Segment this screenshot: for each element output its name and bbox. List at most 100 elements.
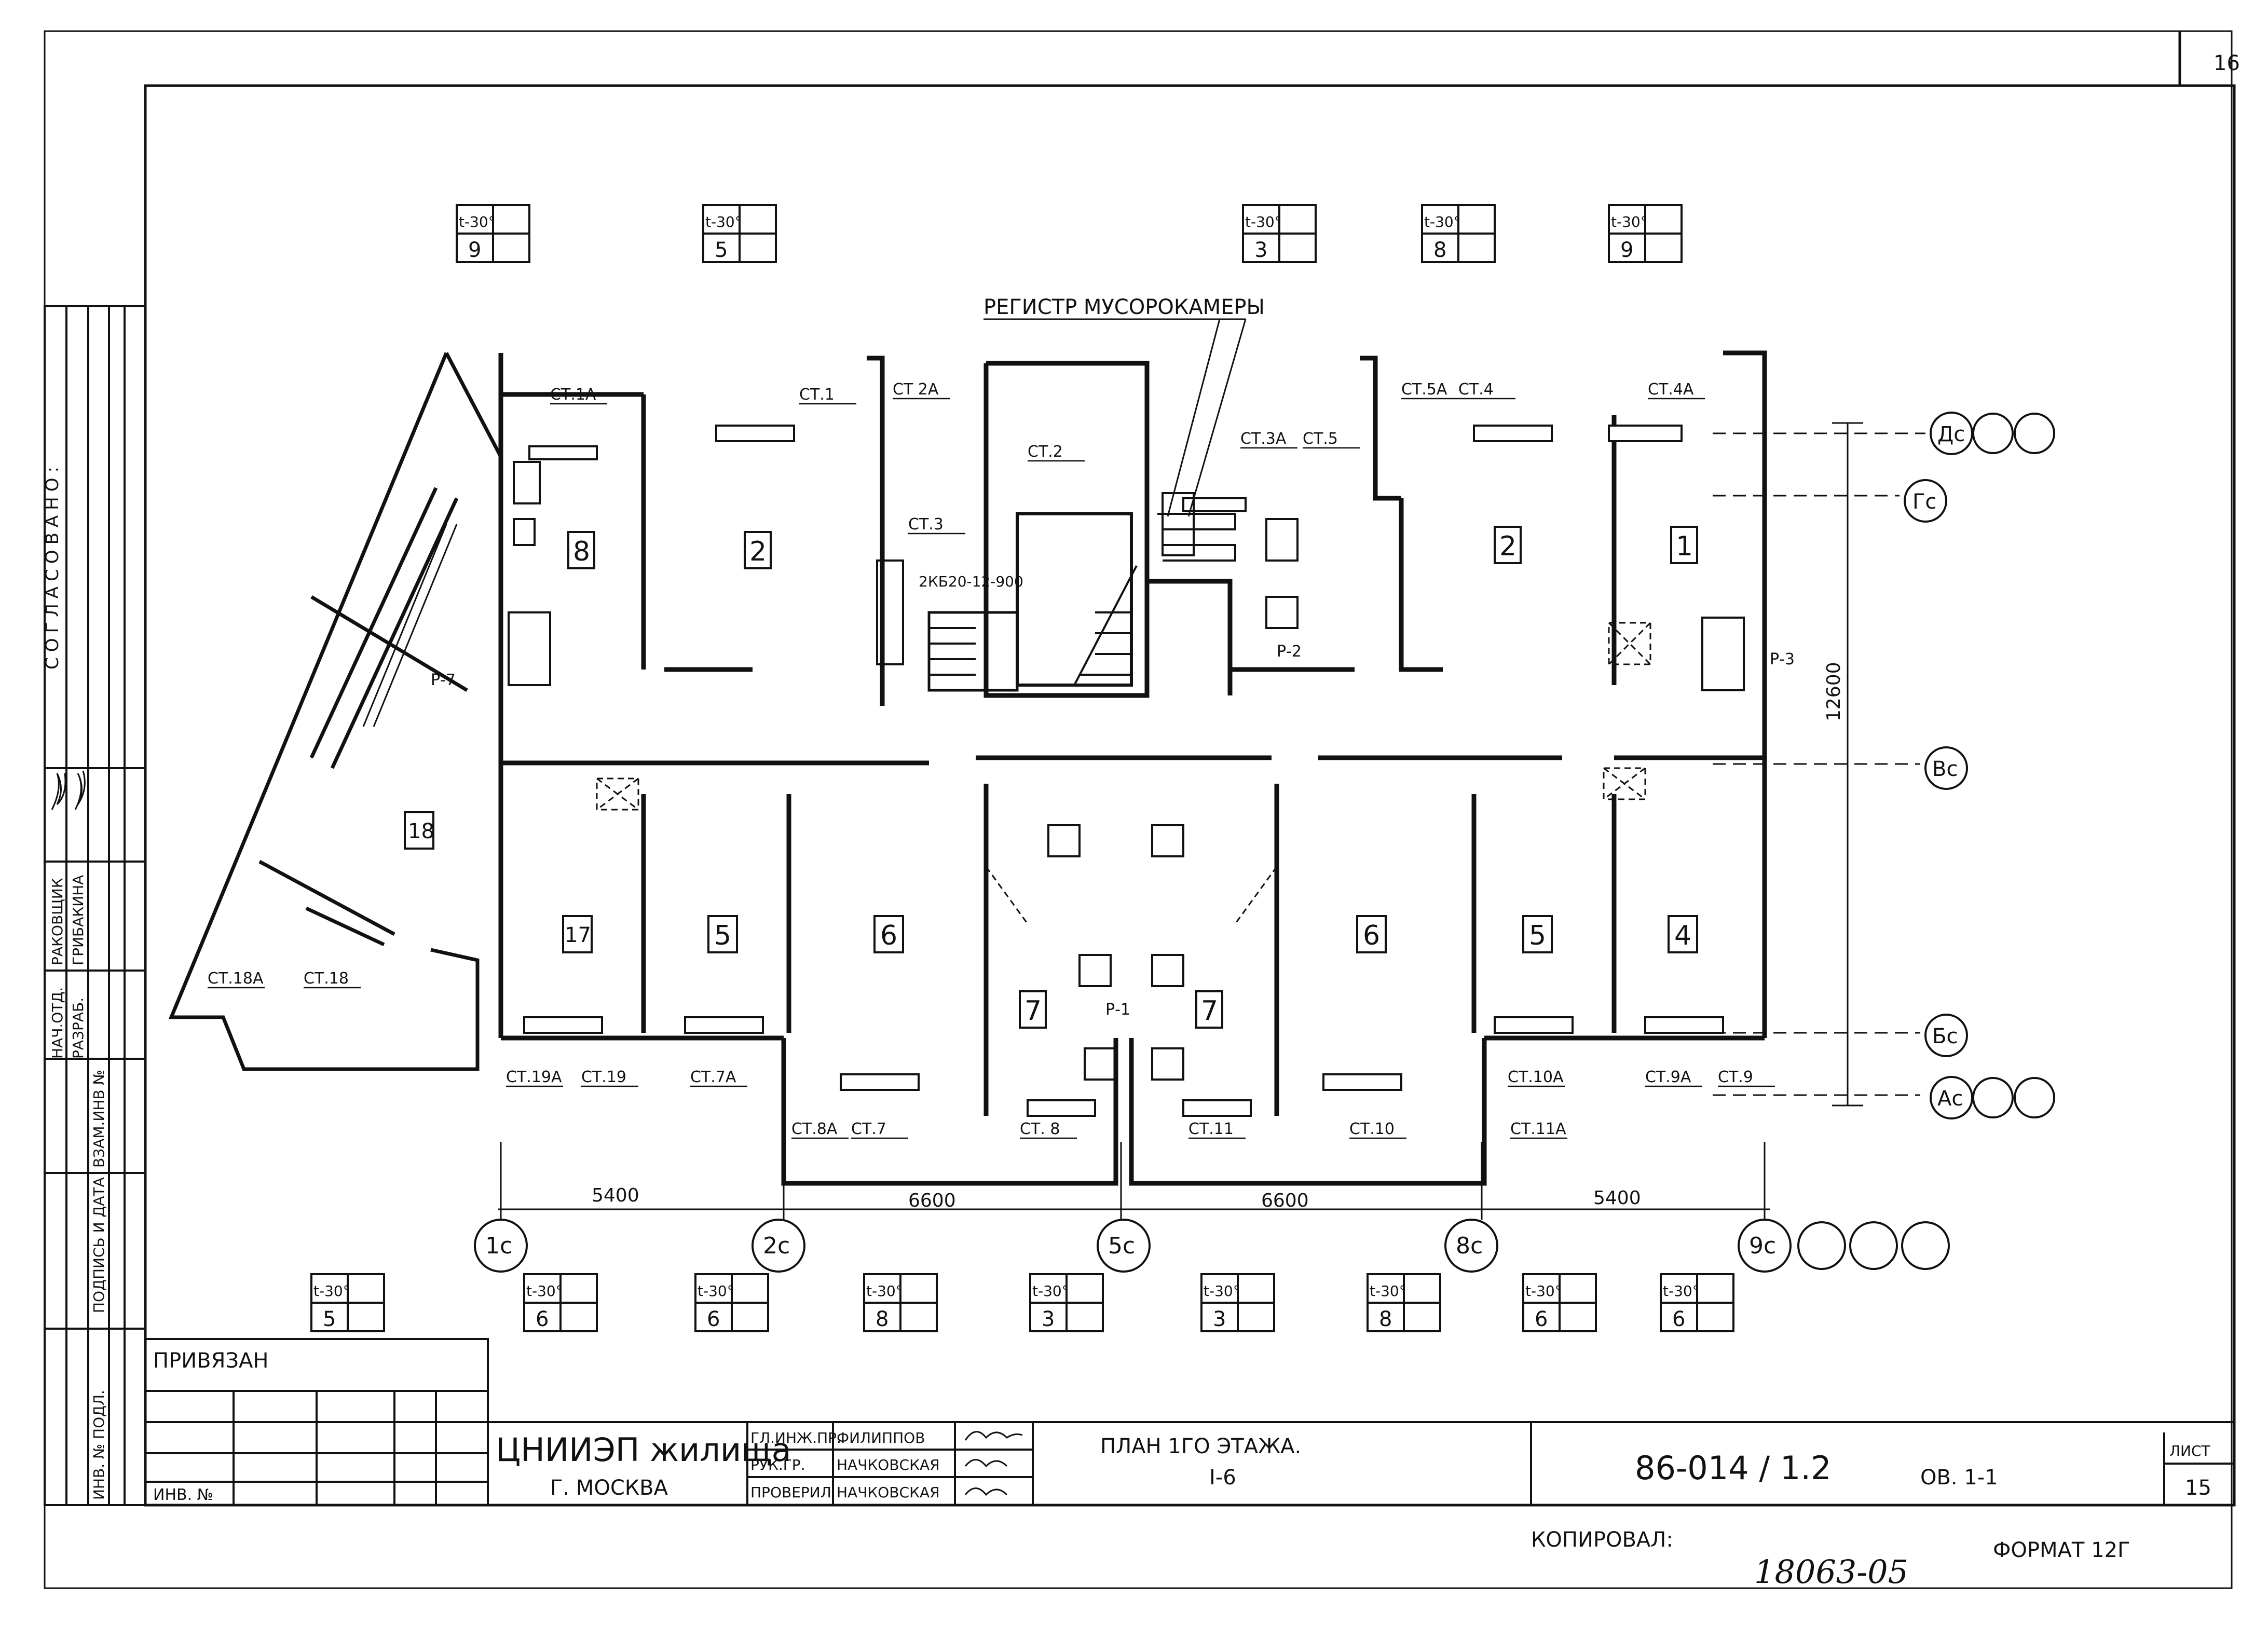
title-block-lines xyxy=(144,1338,2234,1506)
stair-treads xyxy=(929,565,1138,686)
tb-role-1: ГЛ.ИНЖ.ПР. xyxy=(750,1429,841,1446)
temp-box-top-2: t-30°5 xyxy=(702,204,777,263)
reg-p7: Р-7 xyxy=(431,671,456,689)
tied-label: ПРИВЯЗАН xyxy=(153,1349,268,1373)
device-label: 2КБ20-12-900 xyxy=(919,573,1023,590)
axis-bubbles-bottom xyxy=(474,1219,1950,1273)
dim-5400-right: 5400 xyxy=(1593,1187,1641,1209)
riser-label: СТ.18 xyxy=(304,969,349,988)
doc-code: ОВ. 1-1 xyxy=(1920,1466,1998,1490)
temp-box-bottom-temp: t-30° xyxy=(313,1282,350,1300)
room-boxes xyxy=(404,526,1698,1029)
crossed-boxes xyxy=(596,622,1651,924)
room-8: 8 xyxy=(573,536,590,567)
temp-box-bottom-number: 3 xyxy=(1042,1307,1055,1331)
riser-label: СТ.19 xyxy=(581,1068,626,1086)
temp-box-bottom-9: t-30° 6 xyxy=(1660,1273,1734,1332)
riser-label: СТ.5А xyxy=(1401,380,1447,399)
temp-box-bottom-temp: t-30° xyxy=(1663,1282,1700,1300)
annex-bands xyxy=(362,524,458,727)
temp-box-bottom-number: 5 xyxy=(323,1307,336,1331)
org-line-1: ЦНИИЭП жилища xyxy=(496,1431,791,1469)
riser-label: СТ.11А xyxy=(1510,1120,1566,1138)
format-label: ФОРМАТ 12Г xyxy=(1993,1538,2130,1562)
temp-box-top-number: 9 xyxy=(468,238,481,262)
riser-label: СТ.9 xyxy=(1718,1068,1753,1086)
riser-label: СТ.1А xyxy=(550,386,596,404)
signature-nachkovskaya-2 xyxy=(964,1487,1008,1496)
temp-box-bottom-number: 6 xyxy=(536,1307,549,1331)
temp-box-bottom-6: t-30°3 xyxy=(1200,1273,1275,1332)
room-6-left: 6 xyxy=(880,920,897,951)
riser-label: СТ.10А xyxy=(1508,1068,1564,1086)
temp-box-bottom-temp: t-30° xyxy=(1525,1282,1562,1300)
axis-ac: Ас xyxy=(1937,1087,1963,1111)
temp-box-top-4: t-30°8 xyxy=(1421,204,1496,263)
temp-box-bottom-number: 6 xyxy=(1672,1307,1685,1331)
riser-label: СТ.19А xyxy=(506,1068,562,1086)
riser-label: СТ.3А xyxy=(1240,430,1287,448)
temp-box-top-temp: t-30° xyxy=(1611,213,1648,230)
org-line-2: Г. МОСКВА xyxy=(550,1476,668,1500)
drawing-title-2: I-6 xyxy=(1209,1466,1236,1490)
temp-box-top-temp: t-30° xyxy=(1424,213,1461,230)
temp-box-top-temp: t-30° xyxy=(459,213,496,230)
signature-rakovshik xyxy=(51,773,66,810)
dim-12600: 12600 xyxy=(1823,662,1845,721)
temp-box-bottom-temp: t-30° xyxy=(866,1282,903,1300)
riser-label: СТ.4 xyxy=(1458,380,1494,399)
temp-box-top-5: t-30°9 xyxy=(1608,204,1683,263)
garbage-register xyxy=(1157,513,1236,562)
riser-label: СТ.7 xyxy=(851,1120,886,1138)
building-walls xyxy=(498,350,1767,1186)
temp-box-bottom-temp: t-30° xyxy=(698,1282,734,1300)
riser-label: СТ.3 xyxy=(908,515,944,534)
signature-filippov xyxy=(964,1431,1023,1441)
temp-box-top-number: 3 xyxy=(1254,238,1267,262)
riser-label: СТ.4А xyxy=(1648,380,1694,399)
temp-boxes-bottom: t-30°5t-30°6t-30°6t-30°8t-30°3t-30°3t-30… xyxy=(310,1273,1734,1332)
sheet-label: ЛИСТ xyxy=(2169,1442,2211,1459)
tb-role-3: ПРОВЕРИЛ xyxy=(750,1484,831,1501)
register-leaders xyxy=(983,318,1247,517)
copied-by-label: КОПИРОВАЛ: xyxy=(1531,1528,1673,1552)
temp-box-bottom-temp: t-30° xyxy=(526,1282,563,1300)
riser-label: СТ.18А xyxy=(208,969,264,988)
room-18: 18 xyxy=(408,820,434,843)
temp-box-bottom-4: t-30°8 xyxy=(863,1273,938,1332)
room-5-left: 5 xyxy=(714,920,731,951)
dim-6600-2: 6600 xyxy=(1261,1190,1309,1211)
temp-box-bottom-number: 6 xyxy=(1535,1307,1548,1331)
temp-box-bottom-2: t-30° 6 xyxy=(523,1273,598,1332)
temp-boxes-top: t-30°9t-30°5t-30°3t-30°8t-30°9 xyxy=(456,204,1683,263)
reg-p3: Р-3 xyxy=(1770,650,1795,668)
radiators xyxy=(523,425,1724,1117)
corner-number: 16 xyxy=(2214,51,2240,75)
riser-label: СТ.11 xyxy=(1188,1120,1234,1138)
riser-label: СТ. 8 xyxy=(1020,1120,1060,1138)
axis-bc: Бс xyxy=(1932,1025,1958,1048)
room-1: 1 xyxy=(1676,531,1693,562)
side-label-inv-podl: ИНВ. № ПОДЛ. xyxy=(90,1390,107,1500)
axis-2c: 2с xyxy=(763,1233,790,1259)
riser-label: СТ 2А xyxy=(893,380,939,399)
temp-box-top-3: t-30°3 xyxy=(1242,204,1317,263)
room-4: 4 xyxy=(1674,920,1691,951)
agreed-label: СОГЛАСОВАНО: xyxy=(42,461,63,670)
temp-box-bottom-5: t-30° 3 xyxy=(1029,1273,1104,1332)
temp-box-bottom-3: t-30°6 xyxy=(694,1273,769,1332)
riser-label: СТ.8А xyxy=(791,1120,838,1138)
temp-box-top-temp: t-30° xyxy=(705,213,742,230)
stamp-name-2: ГРИБАКИНА xyxy=(70,875,87,965)
axis-dc: Дс xyxy=(1937,422,1965,446)
sheet-number: 15 xyxy=(2185,1476,2211,1500)
side-label-podpis: ПОДПИСЬ И ДАТА xyxy=(90,1177,107,1313)
temp-box-top-1: t-30° 9 xyxy=(456,204,530,263)
dimension-lines xyxy=(498,422,1925,1220)
temp-box-bottom-temp: t-30° xyxy=(1032,1282,1069,1300)
project-code: 86-014 / 1.2 xyxy=(1635,1449,1832,1487)
riser-label: СТ.1 xyxy=(799,386,835,404)
axis-8c: 8с xyxy=(1456,1233,1483,1259)
bathroom-fixtures xyxy=(508,461,1745,1081)
